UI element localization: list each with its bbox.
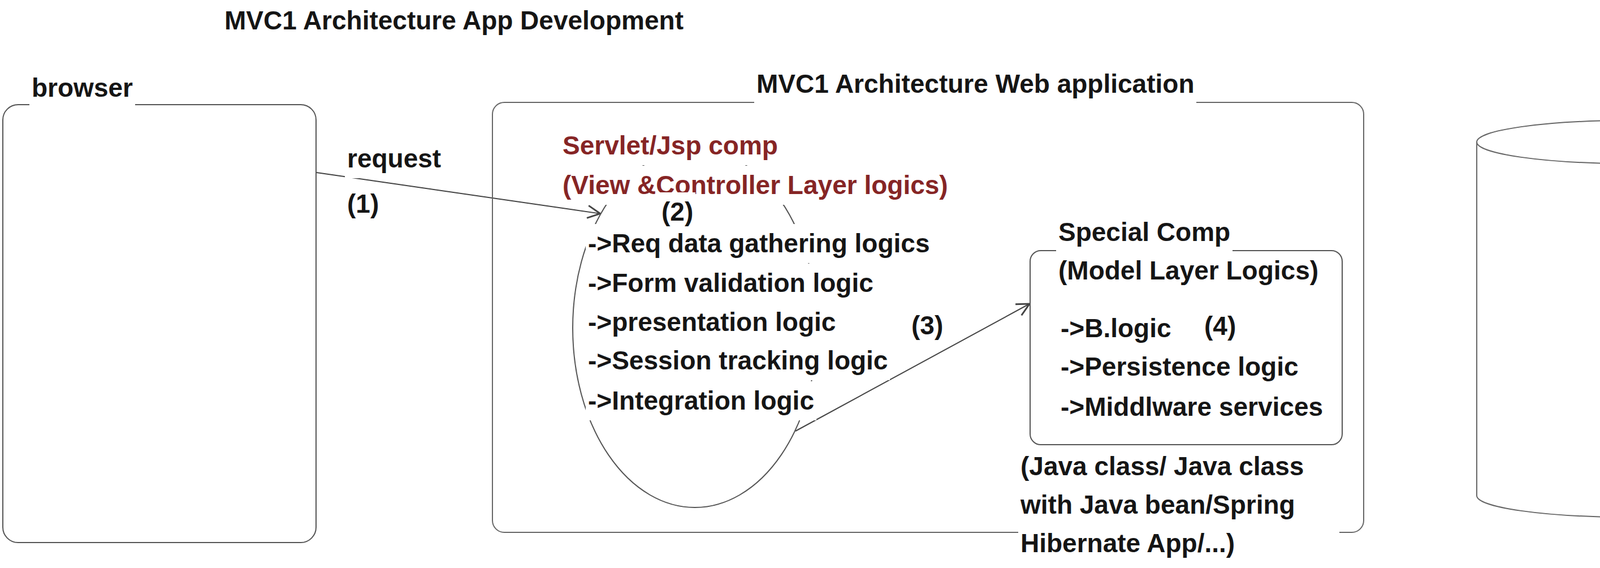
logic-item: ->Integration logic	[585, 381, 817, 421]
box-subheading: (Model Layer Logics)	[1056, 251, 1321, 291]
logic-item: ->Req data gathering logics	[585, 223, 933, 263]
callout-number: (4)	[1201, 306, 1239, 346]
model-box: Special Comp(Model Layer Logics)->B.logi…	[1029, 249, 1343, 445]
logic-item: ->Form validation logic	[585, 263, 876, 303]
edge-label: request	[344, 139, 444, 179]
cylinder-top	[1476, 120, 1600, 164]
diagram-title: MVC1 Architecture App Development	[222, 1, 686, 41]
logic-item: ->B.logic	[1058, 308, 1174, 348]
callout-number: (3)	[909, 305, 946, 345]
logic-item: ->Session tracking logic	[585, 340, 890, 380]
box-heading: MVC1 Architecture Web application	[754, 64, 1197, 104]
logic-item: ->presentation logic	[585, 302, 838, 342]
component-subheading: (View &Controller Layer logics)	[560, 165, 951, 205]
box-heading: browser	[29, 68, 136, 108]
callout-number: (1)	[344, 184, 382, 224]
cylinder-bottom	[1476, 495, 1600, 517]
box-heading: Special Comp	[1056, 212, 1233, 252]
note-text: (Java class/ Java class with Java bean/S…	[1018, 446, 1340, 562]
cylinder-side	[1476, 141, 1478, 496]
callout-number: (2)	[659, 192, 696, 232]
logic-item: ->Persistence logic	[1058, 347, 1301, 387]
logic-item: ->Middlware services	[1058, 387, 1326, 427]
browser-box: browser	[2, 104, 317, 543]
component-heading: Servlet/Jsp comp	[560, 126, 781, 166]
